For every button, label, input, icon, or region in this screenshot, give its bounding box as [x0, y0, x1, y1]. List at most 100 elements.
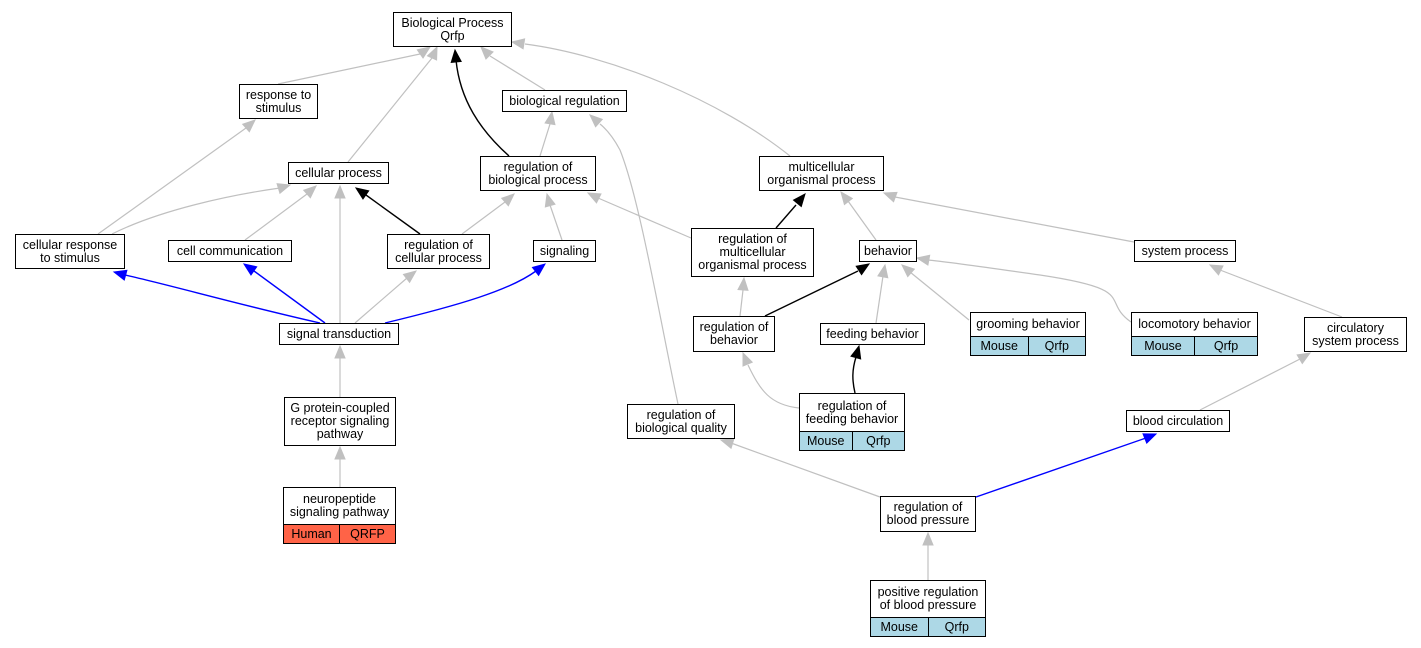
- edge-regulates-signal_transduction-to-signaling: [384, 270, 537, 324]
- edge-is_a-response_to_stimulus-to-root: [277, 53, 421, 85]
- species-cell: Mouse: [880, 619, 919, 634]
- arrowhead-is_a: [840, 190, 854, 206]
- node-regulation-of-behavior[interactable]: regulation of behavior: [693, 316, 775, 352]
- species-cell: Human: [291, 526, 332, 541]
- arrowhead-is_a: [402, 270, 418, 284]
- node-feeding-behavior[interactable]: feeding behavior: [820, 323, 925, 345]
- node-regulation-of-biological-process[interactable]: regulation of biological process: [480, 156, 596, 191]
- arrowhead-regulates: [112, 269, 128, 281]
- gene-cell: QRFP: [339, 525, 395, 543]
- node-regulation-of-feeding-behavior[interactable]: regulation of feeding behavior Mouse Qrf…: [799, 393, 905, 451]
- node-grooming-behavior[interactable]: grooming behavior Mouse Qrfp: [970, 312, 1086, 356]
- node-response-to-stimulus[interactable]: response to stimulus: [239, 84, 318, 119]
- annotation-row: Mouse Qrfp: [800, 431, 904, 450]
- edge-is_a-feeding_behavior-to-behavior: [875, 275, 884, 324]
- node-biological-regulation[interactable]: biological regulation: [502, 90, 627, 112]
- edge-is_a-regulation_of_behavior-to-regulation_of_multicellular_organismal_process: [739, 289, 744, 317]
- node-cellular-process[interactable]: cellular process: [288, 162, 389, 184]
- edge-is_a-circulatory_system_process-to-system_process: [1219, 269, 1343, 318]
- edge-is_a-regulation_of_biological_process-to-biological_regulation: [539, 123, 551, 157]
- arrowhead-is_a: [742, 351, 754, 367]
- gene-cell: Qrfp: [851, 432, 905, 450]
- edge-is_a-cellular_response_to_stimulus-to-cellular_process: [111, 187, 281, 235]
- edge-is_a-signaling-to-regulation_of_biological_process: [549, 204, 563, 241]
- edge-is_a-regulation_of_biological_quality-to-biological_regulation: [599, 123, 679, 405]
- edge-part_of-regulation_of_behavior-to-behavior: [764, 270, 859, 317]
- node-signal-transduction[interactable]: signal transduction: [279, 323, 399, 345]
- edge-part_of-regulation_of_multicellular_organismal_process-to-multicellular_organismal_process: [775, 204, 797, 229]
- arrowhead-is_a: [1296, 352, 1312, 365]
- arrowhead-is_a: [737, 276, 749, 291]
- node-label: locomotory behavior: [1138, 317, 1251, 331]
- annotation-row: Mouse Qrfp: [871, 617, 985, 636]
- arrowhead-part_of: [850, 344, 862, 360]
- arrowhead-is_a: [915, 254, 931, 266]
- arrowhead-is_a: [544, 110, 556, 126]
- arrowhead-regulates: [242, 263, 258, 276]
- edge-is_a-locomotory_behavior-to-behavior: [927, 259, 1132, 323]
- node-circulatory-system-process[interactable]: circulatory system process: [1304, 317, 1407, 352]
- gene-cell: Qrfp: [927, 618, 986, 636]
- edge-is_a-cellular_response_to_stimulus-to-response_to_stimulus: [97, 127, 247, 235]
- node-behavior[interactable]: behavior: [859, 240, 917, 262]
- arrowhead-part_of: [354, 187, 370, 200]
- node-label: grooming behavior: [976, 317, 1080, 331]
- arrowhead-is_a: [416, 46, 432, 59]
- species-cell: Mouse: [980, 338, 1019, 353]
- edge-part_of-regulation_of_feeding_behavior-to-feeding_behavior: [852, 356, 857, 394]
- node-positive-regulation-of-blood-pressure[interactable]: positive regulation of blood pressure Mo…: [870, 580, 986, 637]
- edge-regulates-regulation_of_blood_pressure-to-blood_circulation: [975, 437, 1147, 498]
- edge-is_a-cellular_process-to-root: [347, 57, 433, 163]
- node-signaling[interactable]: signaling: [533, 240, 596, 262]
- edge-is_a-regulation_of_cellular_process-to-regulation_of_biological_process: [461, 201, 506, 235]
- node-locomotory-behavior[interactable]: locomotory behavior Mouse Qrfp: [1131, 312, 1258, 356]
- arrowhead-is_a: [241, 119, 256, 133]
- arrowhead-is_a: [276, 183, 292, 195]
- node-blood-circulation[interactable]: blood circulation: [1126, 410, 1230, 432]
- node-regulation-of-blood-pressure[interactable]: regulation of blood pressure: [880, 496, 976, 532]
- edge-part_of-regulation_of_cellular_process-to-cellular_process: [365, 194, 421, 235]
- arrowhead-is_a: [334, 344, 346, 359]
- annotation-row: Mouse Qrfp: [1132, 336, 1257, 355]
- arrowhead-part_of: [792, 192, 806, 208]
- arrowhead-is_a: [334, 184, 346, 199]
- node-label: neuropeptide signaling pathway: [289, 492, 390, 519]
- node-gpcr-signaling-pathway[interactable]: G protein-coupled receptor signaling pat…: [284, 397, 396, 446]
- node-root[interactable]: Biological Process Qrfp: [393, 12, 512, 47]
- node-regulation-of-cellular-process[interactable]: regulation of cellular process: [387, 234, 490, 269]
- arrowhead-is_a: [302, 185, 317, 199]
- arrowhead-is_a: [719, 438, 735, 450]
- edge-is_a-multicellular_organismal_process-to-root: [524, 43, 791, 157]
- edge-is_a-regulation_of_multicellular_organismal_process-to-regulation_of_biological_process: [597, 197, 692, 239]
- arrowhead-is_a: [1208, 264, 1224, 276]
- edge-is_a-regulation_of_feeding_behavior-to-regulation_of_behavior: [747, 364, 800, 409]
- node-label: positive regulation of blood pressure: [877, 585, 979, 612]
- node-multicellular-organismal-process[interactable]: multicellular organismal process: [759, 156, 884, 191]
- edge-is_a-biological_regulation-to-root: [489, 55, 546, 91]
- species-cell: Mouse: [1144, 338, 1182, 353]
- arrowhead-is_a: [877, 263, 889, 279]
- node-system-process[interactable]: system process: [1134, 240, 1236, 262]
- arrowhead-is_a: [500, 193, 515, 207]
- annotation-row: Human QRFP: [284, 524, 395, 543]
- arrowhead-is_a: [901, 264, 916, 278]
- node-regulation-of-biological-quality[interactable]: regulation of biological quality: [627, 404, 735, 439]
- edge-is_a-system_process-to-multicellular_organismal_process: [894, 196, 1135, 243]
- arrowhead-regulates: [531, 263, 547, 277]
- arrowhead-is_a: [589, 114, 604, 128]
- node-neuropeptide-signaling-pathway[interactable]: neuropeptide signaling pathway Human QRF…: [283, 487, 396, 544]
- arrowhead-part_of: [450, 48, 462, 64]
- arrowhead-is_a: [544, 192, 556, 208]
- annotation-row: Mouse Qrfp: [971, 336, 1085, 355]
- node-label: regulation of feeding behavior: [805, 398, 899, 426]
- edge-is_a-grooming_behavior-to-behavior: [909, 271, 970, 321]
- arrowhead-is_a: [510, 38, 526, 50]
- node-cell-communication[interactable]: cell communication: [168, 240, 292, 262]
- node-regulation-of-multicellular-organismal-process[interactable]: regulation of multicellular organismal p…: [691, 228, 814, 277]
- arrowhead-is_a: [334, 445, 346, 460]
- species-cell: Mouse: [806, 433, 845, 448]
- node-cellular-response-to-stimulus[interactable]: cellular response to stimulus: [15, 234, 125, 269]
- edge-is_a-signal_transduction-to-regulation_of_cellular_process: [354, 277, 408, 324]
